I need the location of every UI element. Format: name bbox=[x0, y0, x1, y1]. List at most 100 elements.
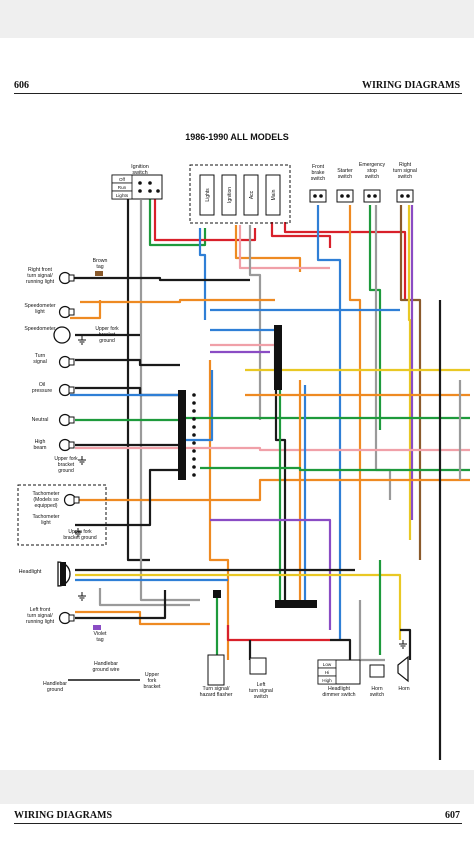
speedometer-label: Speedometer bbox=[24, 326, 55, 332]
wire-red-flasher bbox=[226, 625, 330, 642]
ignition-position-label: Lights bbox=[116, 193, 129, 198]
connector-pin bbox=[192, 441, 196, 445]
wire-orange-speedo bbox=[80, 298, 275, 304]
high-beam-label: High bbox=[35, 439, 46, 445]
upper-fork-label: ground bbox=[99, 338, 115, 344]
wire-black-turn bbox=[75, 358, 180, 367]
ignition-contact-dot bbox=[156, 189, 160, 193]
switch-column-label: Lights bbox=[205, 188, 211, 202]
right-turn-signal-switch bbox=[396, 189, 414, 203]
oil-pressure-label: pressure bbox=[32, 388, 52, 394]
left-front-lamp-base bbox=[68, 614, 75, 622]
header-rule bbox=[14, 93, 462, 94]
connector-flasher bbox=[213, 590, 221, 598]
tachometer-light-label: light bbox=[41, 520, 51, 526]
right-front-label: running light bbox=[26, 279, 55, 285]
right-turn-signal-switch-contact bbox=[406, 194, 410, 198]
starter-label: Starter bbox=[337, 168, 353, 174]
wire-brown-right bbox=[399, 205, 422, 560]
main-switch-box bbox=[189, 164, 291, 224]
tachometer-light-label: Tachometer bbox=[32, 514, 59, 520]
left-front-label: Left front bbox=[30, 607, 51, 613]
connector-pin bbox=[192, 425, 196, 429]
front-brake-label: switch bbox=[311, 176, 326, 182]
violet-tag bbox=[93, 625, 101, 630]
wire-yellow-right bbox=[407, 205, 412, 540]
switch-column-label: Main bbox=[271, 189, 277, 200]
wire-green-h2 bbox=[200, 466, 470, 472]
wire-pink-highbeam bbox=[75, 446, 470, 452]
upper-fork-label-2: Upper fork bbox=[54, 456, 78, 462]
dimmer-label: dimmer switch bbox=[322, 692, 355, 698]
flasher-label: hazard flasher bbox=[200, 692, 233, 698]
headlight-label: Headlight bbox=[19, 569, 42, 575]
ignition-position-label: Run bbox=[118, 185, 127, 190]
brown-tag-label: tag bbox=[96, 264, 103, 270]
brown-tag-label: Brown bbox=[93, 258, 108, 264]
component-group bbox=[17, 164, 414, 686]
connector-pin bbox=[192, 457, 196, 461]
diagram-title: 1986-1990 ALL MODELS bbox=[185, 132, 289, 142]
dimmer-label: Headlight bbox=[328, 686, 350, 692]
handlebar-ground-label: ground bbox=[47, 687, 63, 693]
violet-tag-label: Violet bbox=[94, 631, 107, 637]
wire-red-main bbox=[270, 222, 332, 248]
wire-black-trunk bbox=[126, 190, 150, 562]
bottom-band bbox=[0, 770, 474, 804]
wire-gray-estop bbox=[374, 205, 392, 500]
wire-orange-tach bbox=[75, 478, 470, 502]
speedometer-lamp-base bbox=[68, 308, 75, 316]
wire-orange-acc bbox=[234, 225, 302, 272]
footer-title: WIRING DIAGRAMS bbox=[14, 810, 113, 821]
dimmer-position-cell bbox=[317, 675, 337, 685]
upper-fork-label-4: fork bbox=[148, 678, 157, 684]
ignition-contact-dot bbox=[138, 189, 142, 193]
wire-group bbox=[70, 190, 470, 760]
horn-switch-label: Horn bbox=[371, 686, 382, 692]
ignition-switch-label: switch bbox=[132, 170, 147, 176]
tachometer-box bbox=[17, 484, 107, 546]
right-front-label: Right front bbox=[28, 267, 52, 273]
starter-switch bbox=[336, 189, 354, 203]
wire-gray-trunk bbox=[139, 200, 200, 602]
ignition-switch-label: Ignition bbox=[131, 164, 149, 170]
switch-column bbox=[265, 174, 281, 216]
tachometer-label: (Models so bbox=[33, 497, 58, 503]
starter-switch-contact bbox=[346, 194, 350, 198]
left-signal-switch-label: switch bbox=[254, 694, 269, 700]
switch-column bbox=[221, 174, 237, 216]
right-signal-switch-label: turn signal bbox=[393, 168, 417, 174]
tachometer-label: equipped) bbox=[34, 503, 57, 509]
left-front-label: turn signal/ bbox=[27, 613, 53, 619]
tachometer-label: Tachometer bbox=[32, 491, 59, 497]
left-signal-switch-label: Left bbox=[257, 682, 266, 688]
front-brake-label: Front bbox=[312, 164, 325, 170]
speedometer-light-label: Speedometer bbox=[24, 303, 55, 309]
right-turn-signal-switch-contact bbox=[400, 194, 404, 198]
upper-fork-label-3: Upper fork bbox=[68, 529, 92, 535]
wire-orange-speedo2 bbox=[70, 300, 102, 320]
upper-fork-label: bracket bbox=[99, 332, 116, 338]
connector-block-left bbox=[178, 390, 186, 480]
wire-black-horn bbox=[400, 628, 412, 660]
ignition-contact-dot bbox=[138, 181, 142, 185]
high-beam-lamp-base bbox=[68, 441, 75, 449]
wire-orange-starter bbox=[348, 205, 362, 560]
wire-gray-dimmer bbox=[358, 600, 385, 662]
connector-block-bottom bbox=[275, 600, 317, 608]
connector-pin bbox=[192, 465, 196, 469]
wire-black-rightfront bbox=[70, 276, 250, 282]
connector-pin bbox=[192, 401, 196, 405]
header-title: WIRING DIAGRAMS bbox=[361, 80, 460, 91]
horn-icon bbox=[397, 655, 409, 683]
ignition-position-label: Off bbox=[119, 177, 126, 182]
neutral-label: Neutral bbox=[32, 417, 49, 423]
handlebar-ground-label: Handlebar bbox=[43, 681, 67, 687]
page-number-left: 606 bbox=[14, 80, 29, 91]
wire-black-left bbox=[75, 590, 167, 620]
violet-tag-label: tag bbox=[96, 637, 103, 643]
wire-orange-lower bbox=[208, 360, 230, 660]
emergency-stop-label: stop bbox=[367, 168, 377, 174]
